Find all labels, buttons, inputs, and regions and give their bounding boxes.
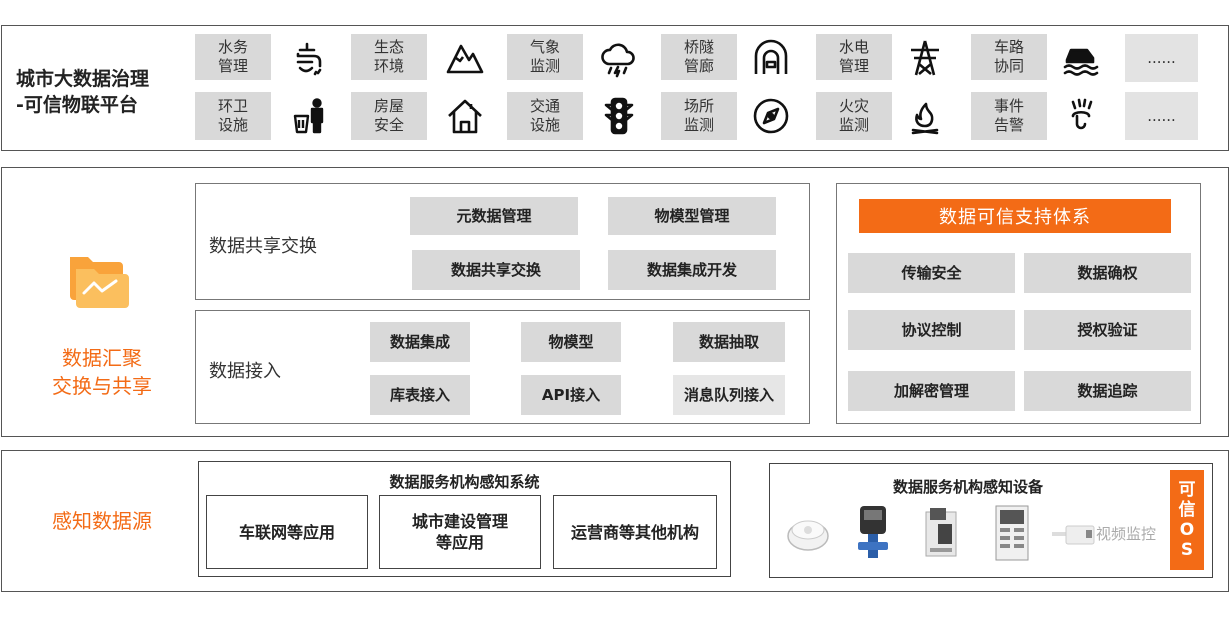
mountain-icon: [442, 35, 488, 81]
protocol-control-box[interactable]: 协议控制: [848, 310, 1015, 350]
domain-box-event[interactable]: 事件 告警: [971, 92, 1047, 140]
compass-icon: [748, 93, 794, 139]
sensor-box-icon: [918, 504, 964, 562]
domain-box-hydro[interactable]: 水电 管理: [816, 34, 892, 80]
alarm-icon: [1058, 93, 1104, 139]
trash-person-icon: [287, 93, 333, 139]
middle-section-title: 数据汇聚 交换与共享: [52, 346, 152, 398]
data-integration-box[interactable]: 数据集成: [370, 322, 470, 362]
domain-box-sanitation[interactable]: 环卫 设施: [195, 92, 271, 140]
traffic-light-icon: [596, 93, 642, 139]
domain-box-traffic[interactable]: 交通 设施: [507, 92, 583, 140]
data-share-exchange-box[interactable]: 数据共享交换: [412, 250, 580, 290]
power-tower-icon: [902, 35, 948, 81]
domain-box-fire[interactable]: 火灾 监测: [816, 92, 892, 140]
domain-box-ecology[interactable]: 生态 环境: [351, 34, 427, 80]
mq-access-box[interactable]: 消息队列接入: [673, 375, 785, 415]
operator-box[interactable]: 运营商等其他机构: [553, 495, 717, 569]
bottom-section-title: 感知数据源: [52, 509, 152, 533]
sensing-system-frame: 数据服务机构感知系统 车联网等应用 城市建设管理 等应用 运营商等其他机构: [198, 461, 731, 577]
domain-box-bridge[interactable]: 桥隧 管廊: [661, 34, 737, 80]
storm-cloud-icon: [596, 35, 642, 81]
house-icon: [442, 93, 488, 139]
table-access-box[interactable]: 库表接入: [370, 375, 470, 415]
metadata-mgmt-box[interactable]: 元数据管理: [410, 197, 578, 235]
thing-model-box[interactable]: 物模型: [521, 322, 621, 362]
data-integration-dev-box[interactable]: 数据集成开发: [608, 250, 776, 290]
vehicle-network-box[interactable]: 车联网等应用: [206, 495, 368, 569]
video-monitor-label: 视频监控: [1096, 525, 1157, 543]
domain-box-water[interactable]: 水务 管理: [195, 34, 271, 80]
auth-verify-box[interactable]: 授权验证: [1024, 310, 1191, 350]
camera-icon: [1050, 520, 1100, 550]
data-trace-box[interactable]: 数据追踪: [1024, 371, 1191, 411]
sharing-label: 数据共享交换: [209, 236, 317, 257]
data-extract-box[interactable]: 数据抽取: [673, 322, 785, 362]
access-frame: 数据接入 数据集成 物模型 数据抽取 库表接入 API接入 消息队列接入: [195, 310, 810, 424]
urban-construction-box[interactable]: 城市建设管理 等应用: [379, 495, 541, 569]
access-label: 数据接入: [209, 361, 281, 382]
faucet-icon: [287, 35, 333, 81]
smoke-detector-icon: [783, 508, 833, 558]
top-panel: 城市大数据治理 -可信物联平台 水务 管理 生态 环境 气象 监测 桥隧 管廊 …: [1, 25, 1229, 151]
domain-box-more-2[interactable]: ......: [1125, 92, 1198, 140]
data-rights-box[interactable]: 数据确权: [1024, 253, 1191, 293]
transport-security-box[interactable]: 传输安全: [848, 253, 1015, 293]
sensing-devices-title: 数据服务机构感知设备: [892, 478, 1043, 496]
api-access-box[interactable]: API接入: [521, 375, 621, 415]
trust-frame: 数据可信支持体系 传输安全 数据确权 协议控制 授权验证 加解密管理 数据追踪: [836, 183, 1201, 424]
car-flood-icon: [1058, 35, 1104, 81]
water-meter-icon: [850, 502, 896, 562]
domain-box-more-1[interactable]: ......: [1125, 34, 1198, 82]
encryption-mgmt-box[interactable]: 加解密管理: [848, 371, 1015, 411]
fire-icon: [902, 93, 948, 139]
folder-chart-icon: [66, 251, 132, 309]
platform-title-line2: -可信物联平台: [16, 94, 138, 116]
bottom-panel: 感知数据源 数据服务机构感知系统 车联网等应用 城市建设管理 等应用 运营商等其…: [1, 450, 1229, 592]
thing-model-mgmt-box[interactable]: 物模型管理: [608, 197, 776, 235]
trust-title: 数据可信支持体系: [859, 199, 1171, 233]
domain-box-weather[interactable]: 气象 监测: [507, 34, 583, 80]
platform-title-line1: 城市大数据治理: [16, 68, 150, 90]
tunnel-icon: [748, 35, 794, 81]
platform-title: 城市大数据治理 -可信物联平台: [16, 66, 149, 118]
sensing-devices-frame: 数据服务机构感知设备: [769, 463, 1213, 578]
domain-box-housing[interactable]: 房屋 安全: [351, 92, 427, 140]
domain-box-vehicle[interactable]: 车路 协同: [971, 34, 1047, 80]
trusted-os-badge: 可 信 O S: [1170, 470, 1204, 570]
sensing-system-title: 数据服务机构感知系统: [389, 473, 540, 491]
control-panel-icon: [990, 502, 1034, 564]
sharing-frame: 数据共享交换 元数据管理 物模型管理 数据共享交换 数据集成开发: [195, 183, 810, 300]
domain-box-venue[interactable]: 场所 监测: [661, 92, 737, 140]
middle-panel: 数据汇聚 交换与共享 数据共享交换 元数据管理 物模型管理 数据共享交换 数据集…: [1, 167, 1229, 437]
